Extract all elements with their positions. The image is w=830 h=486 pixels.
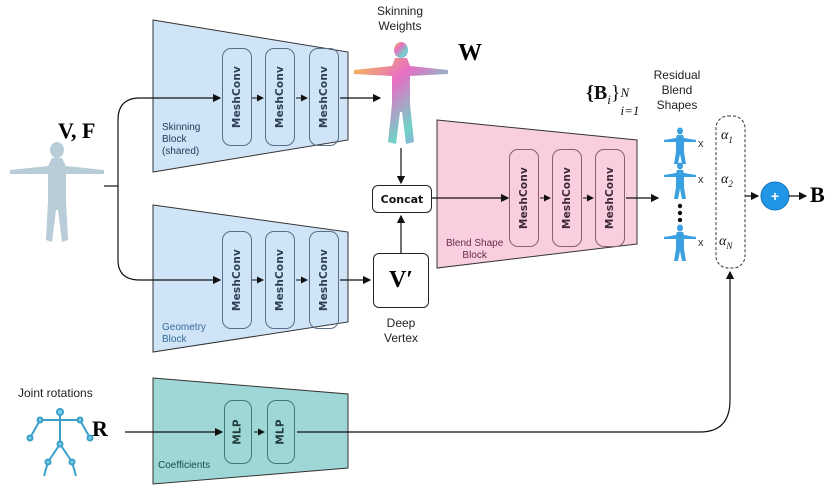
coefficients-block [152, 377, 349, 485]
skinning-weights-figure [354, 42, 448, 144]
skinning-block [152, 19, 349, 173]
plus-icon: + [770, 188, 780, 204]
skinning-meshconv-2: MeshConv [265, 48, 295, 146]
geometry-meshconv-1: MeshConv [222, 231, 252, 329]
input-mesh-symbol: V, F [58, 118, 96, 143]
skinning-block-label: Skinning Block (shared) [162, 122, 201, 157]
skinning-meshconv-3: MeshConv [309, 48, 339, 146]
coefficients-block-label: Coefficients [158, 460, 211, 471]
blend-shape-block-label: Blend Shape Block [446, 238, 504, 261]
mlp-layer-1: MLP [224, 400, 252, 464]
multiply-sign: x [698, 237, 704, 249]
blend-shape-figure [664, 127, 696, 164]
ellipsis-dot [677, 217, 683, 223]
deep-vertex-label: Deep Vertex [383, 316, 419, 345]
joint-rotations-skeleton [26, 408, 94, 477]
deep-vertex-box: V′ [373, 253, 429, 308]
weights-symbol: W [458, 40, 482, 66]
alpha-1: α1 [721, 128, 733, 145]
geometry-meshconv-2: MeshConv [265, 231, 295, 329]
skinning-weights-label: Skinning Weights [376, 4, 424, 33]
output-blend-symbol: B [810, 182, 825, 207]
alpha-n: αN [719, 234, 733, 251]
geometry-meshconv-3: MeshConv [309, 231, 339, 329]
blend-meshconv-1: MeshConv [509, 149, 539, 247]
multiply-sign: x [698, 138, 704, 150]
mlp-layer-2: MLP [267, 400, 295, 464]
blend-shape-figure [664, 162, 696, 199]
geometry-block [152, 204, 349, 353]
concat-box: Concat [372, 185, 432, 213]
joint-rotations-label: Joint rotations [18, 386, 93, 400]
rotations-symbol: R [92, 416, 108, 441]
alpha-coefficient-box [715, 115, 746, 269]
blend-meshconv-3: MeshConv [595, 149, 625, 247]
geometry-block-label: Geometry Block [162, 322, 206, 345]
residual-blend-shapes-label: Residual Blend Shapes [653, 68, 701, 112]
blend-meshconv-2: MeshConv [552, 149, 582, 247]
blend-shape-figure [664, 224, 696, 261]
multiply-sign: x [698, 174, 704, 186]
ellipsis-dot [677, 203, 683, 209]
input-body-figure [10, 142, 104, 242]
ellipsis-dot [677, 210, 683, 216]
alpha-2: α2 [721, 172, 733, 189]
blend-shape-block [436, 119, 638, 269]
skinning-meshconv-1: MeshConv [222, 48, 252, 146]
